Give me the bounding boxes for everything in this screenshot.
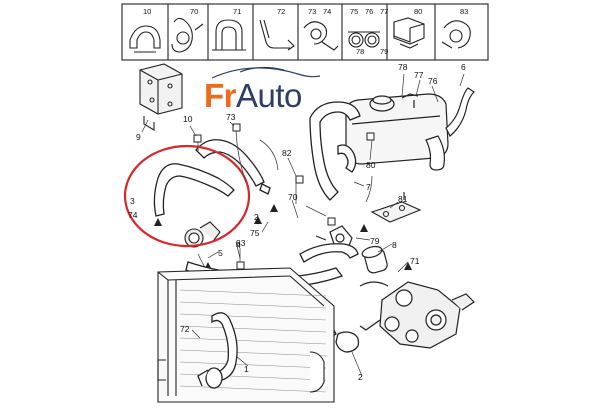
- callout-73-2: 73: [226, 112, 236, 122]
- clip-strip-label-79: 79: [380, 47, 388, 56]
- clip-parts-strip: [121, 3, 489, 61]
- callout-74-17: 74: [128, 210, 138, 220]
- callout-81-10: 81: [398, 194, 408, 204]
- clip-strip-label-77: 77: [380, 7, 388, 16]
- callout-4-19: 4: [236, 240, 241, 250]
- callout-80-7: 80: [366, 160, 376, 170]
- clip-strip-label-83: 83: [460, 7, 468, 16]
- callout-1-23: 1: [244, 364, 249, 374]
- radiator: [157, 267, 335, 403]
- callout-71-15: 71: [410, 256, 420, 266]
- callout-79-13: 79: [370, 236, 380, 246]
- mounting-bracket-9: [139, 63, 183, 131]
- clip-icon-83: [441, 20, 471, 49]
- callout-82-8: 82: [282, 148, 292, 158]
- water-outlet-housing: [359, 281, 475, 349]
- callout-9-0: 9: [136, 132, 141, 142]
- highlight-circle: [123, 144, 251, 248]
- thermostat-housing-small: [184, 221, 221, 248]
- callout-78-3: 78: [398, 62, 408, 72]
- callout-75-20: 75: [250, 228, 260, 238]
- callout-7-9: 7: [366, 182, 371, 192]
- callout-70-11: 70: [288, 192, 298, 202]
- clip-icon-71: [212, 19, 246, 51]
- callout-76-5: 76: [428, 76, 438, 86]
- clip-strip-label-10: 10: [143, 7, 151, 16]
- callout-6-6: 6: [461, 62, 466, 72]
- callout-3-16: 3: [130, 196, 135, 206]
- callout-2-18: 2: [254, 212, 259, 222]
- clip-strip-label-74: 74: [323, 7, 331, 16]
- clip-icon-10: [129, 25, 161, 53]
- clip-icon-75-76-77: [348, 31, 380, 48]
- clip-strip-label-71: 71: [233, 7, 241, 16]
- lower-hose-1: [197, 312, 238, 389]
- clip-strip-label-80: 80: [414, 7, 422, 16]
- clip-strip-label-70: 70: [190, 7, 198, 16]
- brand-car-swoosh-icon: [211, 66, 321, 79]
- callout-83-21: 83: [236, 238, 246, 248]
- callout-77-4: 77: [414, 70, 424, 80]
- clip-strip-label-72: 72: [277, 7, 285, 16]
- callout-5-12: 5: [218, 248, 223, 258]
- clip-strip-labels: 10 70 71 72 73 74 75 76 77 78 79 80 83: [143, 7, 468, 56]
- brand-logo: FrAuto: [204, 78, 302, 114]
- brand-logo-suffix: Auto: [236, 77, 302, 114]
- clip-strip-label-73: 73: [308, 7, 316, 16]
- callout-2-24: 2: [358, 372, 363, 382]
- clip-strip-label-76: 76: [365, 7, 373, 16]
- leader-lines: [141, 73, 465, 377]
- bracket-81: [370, 192, 422, 223]
- callout-10-1: 10: [183, 114, 193, 124]
- callout-8-14: 8: [392, 240, 397, 250]
- clip-strip-label-75: 75: [350, 7, 358, 16]
- clip-strip-label-78: 78: [356, 47, 364, 56]
- clip-icon-73-74: [303, 21, 339, 51]
- clip-icon-72: [259, 19, 295, 51]
- callout-72-22: 72: [180, 324, 190, 334]
- clip-icon-70: [171, 17, 204, 53]
- clip-icon-80: [393, 17, 425, 49]
- hose-79-8: [361, 245, 388, 274]
- callout-labels: 9 10 73 78 77 76 6 80 82 7 81 70 5 79 8 71 3 74 2 4 75 83 72 1 2: [128, 62, 466, 382]
- brand-logo-prefix: Fr: [204, 77, 237, 114]
- hose-7-80: [309, 101, 361, 201]
- tank-hoses: [425, 87, 475, 171]
